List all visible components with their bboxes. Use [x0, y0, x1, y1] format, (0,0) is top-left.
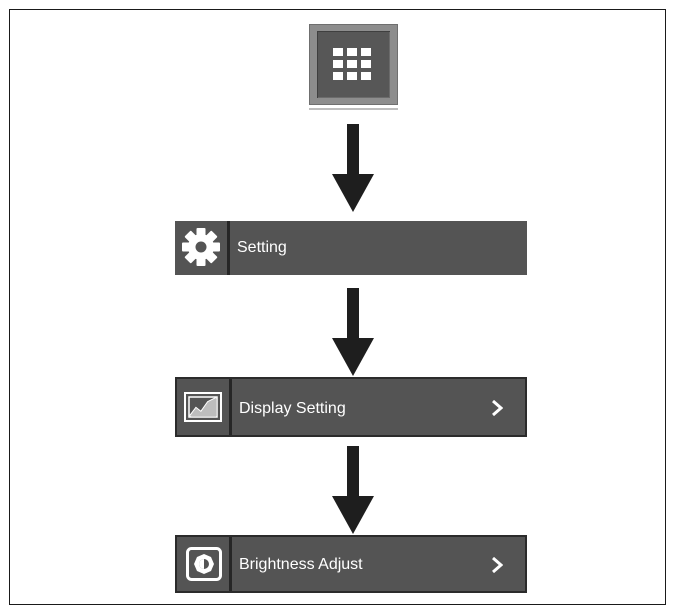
menu-item-brightness-adjust[interactable]: Brightness Adjust — [175, 535, 527, 593]
display-setting-label: Display Setting — [239, 400, 346, 417]
chevron-right-icon — [492, 557, 503, 573]
down-arrow-icon — [332, 124, 374, 212]
menu-item-display-setting[interactable]: Display Setting — [175, 377, 527, 437]
launcher-underline — [309, 108, 398, 110]
down-arrow-icon — [332, 446, 374, 534]
chevron-right-icon — [492, 400, 503, 416]
setting-label: Setting — [237, 239, 287, 256]
display-icon — [184, 392, 222, 422]
setting-icon-cell — [175, 221, 230, 275]
brightness-icon — [186, 547, 222, 581]
gear-icon — [182, 228, 220, 266]
menu-item-setting[interactable]: Setting — [175, 221, 527, 275]
brightness-icon-cell — [177, 537, 232, 591]
down-arrow-icon — [332, 288, 374, 376]
display-setting-icon-cell — [177, 379, 232, 435]
brightness-adjust-label: Brightness Adjust — [239, 556, 363, 573]
apps-grid-icon — [333, 48, 371, 80]
